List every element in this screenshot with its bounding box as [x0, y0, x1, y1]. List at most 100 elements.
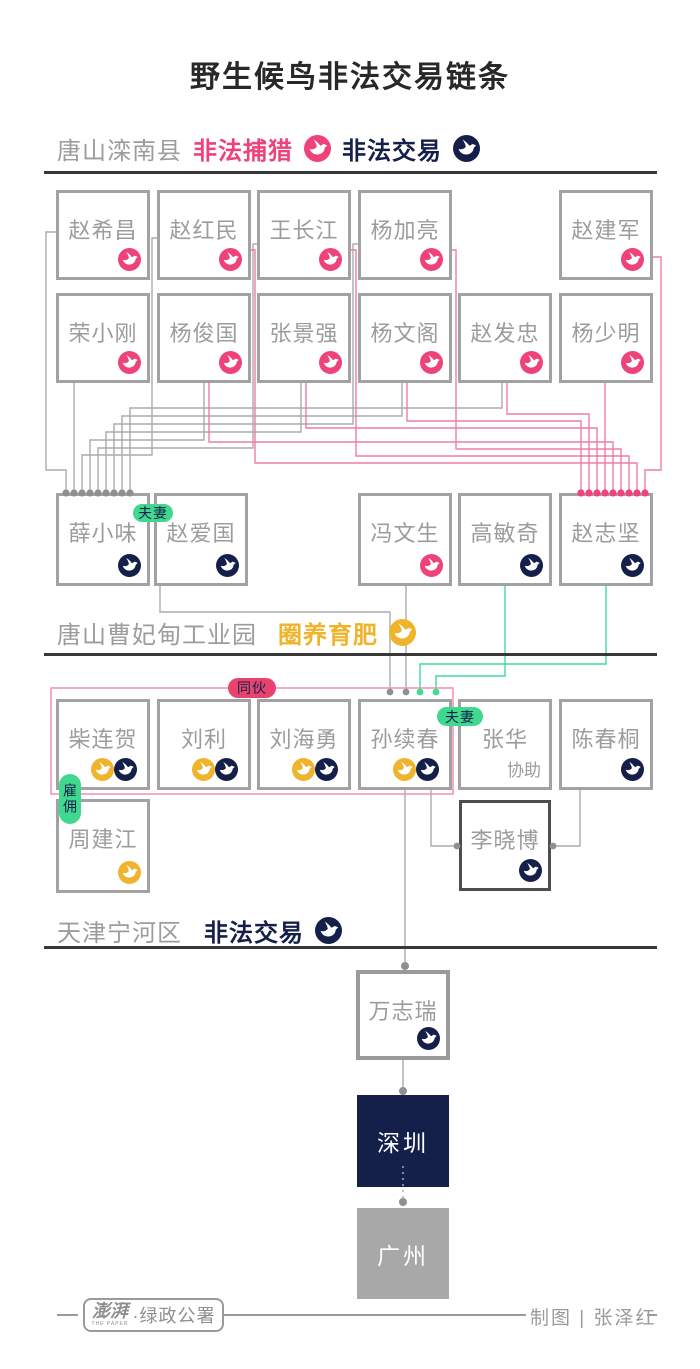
credit-text: 制图 | 张泽红	[530, 1308, 657, 1329]
bird-icon	[520, 351, 543, 374]
bird-icon	[621, 248, 644, 271]
person-box: 赵建军	[559, 190, 653, 280]
bird-icon	[453, 135, 480, 162]
person-name: 赵希昌	[68, 218, 138, 243]
brand-logo-name: 澎湃	[92, 1301, 128, 1322]
bird-icon	[315, 758, 338, 781]
brand-logo-subtitle: THE PAPER	[91, 1321, 129, 1327]
bird-icon	[519, 859, 542, 882]
section3-location: 天津宁河区	[57, 920, 182, 947]
person-name: 杨俊国	[169, 321, 239, 346]
page-title: 野生候鸟非法交易链条	[190, 61, 510, 94]
person-name: 王长江	[269, 218, 339, 243]
person-box: 荣小刚	[56, 293, 150, 383]
person-box: 杨俊国	[157, 293, 251, 383]
bird-icon	[215, 758, 238, 781]
bird-icon	[420, 351, 443, 374]
section1-location: 唐山滦南县	[57, 138, 182, 165]
city-box-shenzhen: 深圳	[357, 1095, 449, 1187]
footer-rule	[57, 1314, 78, 1316]
bird-icon	[216, 554, 239, 577]
person-name: 荣小刚	[68, 321, 138, 346]
person-name: 赵建军	[571, 218, 641, 243]
bird-icon	[219, 351, 242, 374]
person-box: 周建江	[56, 799, 150, 893]
person-box: 张华 协助	[458, 699, 552, 790]
bird-icon	[621, 758, 644, 781]
bird-icon	[304, 135, 331, 162]
person-name: 刘利	[180, 727, 227, 752]
bird-icon	[393, 758, 416, 781]
person-box: 刘利	[157, 699, 251, 790]
person-box: 赵红民	[157, 190, 251, 280]
person-box: 万志瑞	[356, 970, 450, 1060]
person-name: 张景强	[269, 321, 339, 346]
person-box: 刘海勇	[257, 699, 351, 790]
bird-icon	[416, 758, 439, 781]
section1-tag-hunting: 非法捕猎	[193, 138, 293, 165]
bird-icon	[118, 351, 141, 374]
bird-icon	[319, 351, 342, 374]
person-box: 张景强	[257, 293, 351, 383]
person-box: 赵发忠	[458, 293, 552, 383]
bird-icon	[114, 758, 137, 781]
person-box: 杨文阁	[358, 293, 452, 383]
section2-tag-feeding: 圈养育肥	[278, 622, 378, 649]
section1-header: 唐山滦南县 非法捕猎 非法交易	[57, 131, 480, 166]
bird-icon	[389, 619, 416, 646]
bird-icon	[417, 1027, 440, 1050]
bird-icon	[621, 351, 644, 374]
person-name: 赵发忠	[470, 321, 540, 346]
brand-logo: 澎湃 THE PAPER ·绿政公署	[83, 1298, 224, 1332]
footer-rule	[224, 1314, 526, 1316]
person-box: 杨加亮	[358, 190, 452, 280]
person-name: 陈春桐	[571, 727, 641, 752]
person-name: 万志瑞	[368, 999, 438, 1024]
person-name: 杨文阁	[370, 321, 440, 346]
assist-label: 协助	[507, 761, 541, 780]
person-box: 李晓博	[459, 800, 551, 891]
person-box: 高敏奇	[458, 493, 552, 586]
person-name: 张华	[481, 727, 528, 752]
person-box: 赵希昌	[56, 190, 150, 280]
bird-icon	[118, 248, 141, 271]
person-box: 陈春桐	[559, 699, 653, 790]
bird-icon	[192, 758, 215, 781]
bird-icon	[219, 248, 242, 271]
person-name: 赵爱国	[166, 521, 236, 546]
person-name: 周建江	[68, 827, 138, 852]
bird-icon	[118, 554, 141, 577]
person-name: 赵志坚	[571, 521, 641, 546]
couple-pill: 夫妻	[133, 504, 173, 522]
person-name: 赵红民	[169, 218, 239, 243]
section1-divider	[44, 171, 657, 174]
person-box: 赵爱国	[154, 493, 248, 586]
person-name: 冯文生	[370, 521, 440, 546]
section2-divider	[44, 653, 657, 656]
hire-pill: 雇佣	[59, 774, 81, 824]
section3-divider	[44, 946, 657, 949]
bird-icon	[520, 554, 543, 577]
bird-icon	[420, 554, 443, 577]
person-box: 冯文生	[358, 493, 452, 586]
person-name: 李晓博	[470, 828, 540, 853]
person-name: 高敏奇	[470, 521, 540, 546]
bird-icon	[118, 861, 141, 884]
person-name: 薛小味	[68, 521, 138, 546]
person-box: 王长江	[257, 190, 351, 280]
section3-tag-trade: 非法交易	[204, 920, 304, 947]
bird-icon	[420, 248, 443, 271]
bird-icon	[315, 917, 342, 944]
bird-icon	[621, 554, 644, 577]
section2-location: 唐山曹妃甸工业园	[57, 622, 257, 649]
person-name: 柴连贺	[68, 727, 138, 752]
gang-pill: 同伙	[228, 678, 276, 698]
couple-pill: 夫妻	[437, 707, 483, 726]
section3-header: 天津宁河区 非法交易	[57, 913, 342, 948]
person-name: 杨少明	[571, 321, 641, 346]
person-box: 赵志坚	[559, 493, 653, 586]
bird-icon	[91, 758, 114, 781]
person-name: 刘海勇	[269, 727, 339, 752]
footer-rule	[647, 1314, 657, 1316]
